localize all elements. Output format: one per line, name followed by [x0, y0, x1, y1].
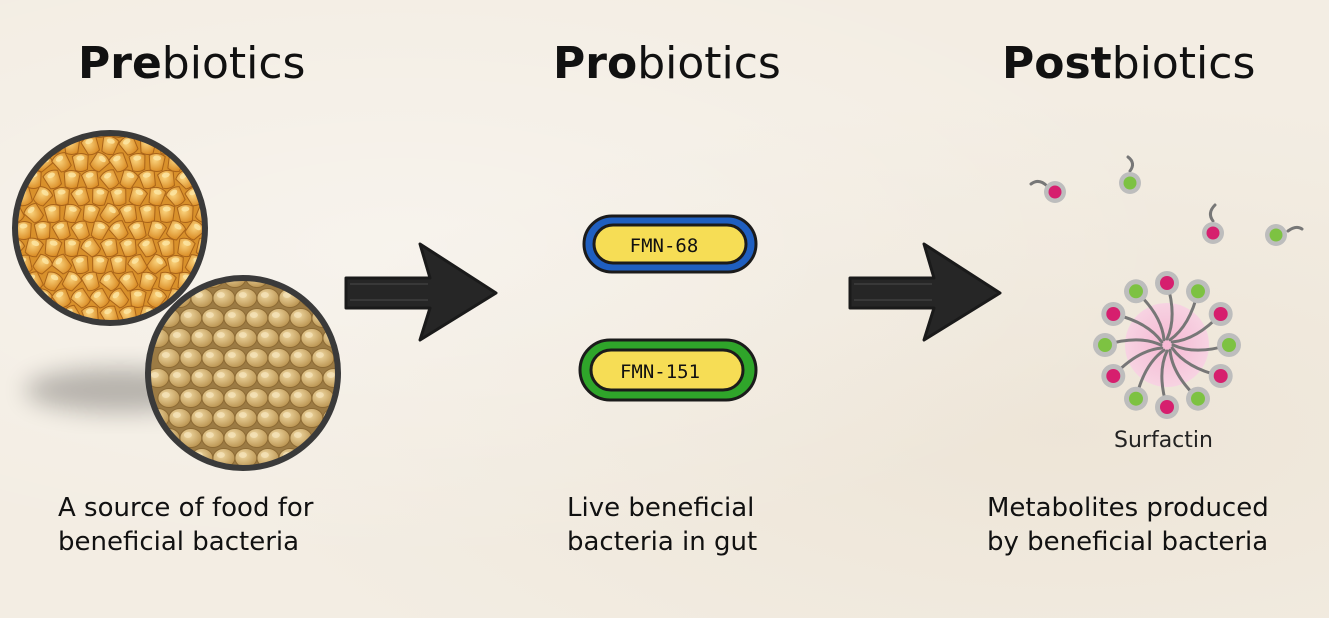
- caption-probiotics: Live beneficial bacteria in gut: [567, 493, 758, 557]
- title-prebiotics: Prebiotics: [78, 38, 306, 89]
- surfactin-micelle-icon: [1093, 271, 1241, 419]
- title-probiotics: Probiotics: [553, 38, 781, 89]
- bacterium-label: FMN-151: [620, 361, 700, 383]
- surfactin-label: Surfactin: [1114, 428, 1213, 453]
- caption-postbiotics: Metabolites produced by beneficial bacte…: [987, 493, 1269, 557]
- right-arrow-icon: [344, 242, 498, 342]
- right-arrow-icon: [848, 242, 1002, 342]
- caption-prebiotics: A source of food for beneficial bacteria: [58, 493, 314, 557]
- surfactant-molecules: [1029, 155, 1304, 246]
- bacterium-fmn-151: FMN-151: [578, 338, 758, 402]
- bacterium-label: FMN-68: [630, 235, 699, 257]
- title-postbiotics: Postbiotics: [1002, 38, 1256, 89]
- bacterium-fmn-68: FMN-68: [582, 214, 758, 274]
- soybeans-image: [145, 275, 341, 471]
